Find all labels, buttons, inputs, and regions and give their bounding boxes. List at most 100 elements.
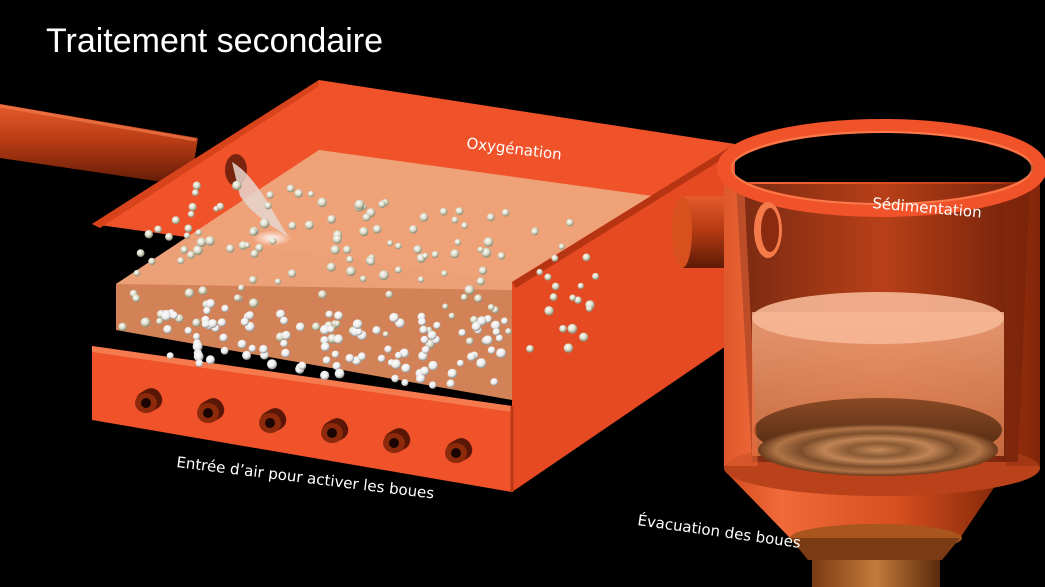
air-bubble xyxy=(232,180,242,191)
air-bubble xyxy=(471,321,481,332)
air-bubble xyxy=(574,296,582,304)
air-bubble xyxy=(330,245,340,255)
air-bubble xyxy=(487,304,495,311)
air-bubble xyxy=(391,374,399,383)
air-bubble xyxy=(387,240,394,247)
air-bubble xyxy=(144,230,153,239)
air-bubble xyxy=(366,257,375,266)
settling-tank xyxy=(717,119,1045,587)
air-bubble xyxy=(372,224,382,234)
air-bubble xyxy=(148,257,156,265)
air-bubble xyxy=(458,329,466,337)
air-bubble xyxy=(476,277,485,286)
air-bubble xyxy=(322,356,331,365)
air-bubble xyxy=(558,243,565,250)
air-bubble xyxy=(240,317,249,326)
air-bubble xyxy=(429,381,437,389)
air-bubble xyxy=(177,257,185,265)
air-bubble xyxy=(281,348,290,358)
air-bubble xyxy=(592,272,600,280)
air-bubble xyxy=(286,184,295,193)
air-bubble xyxy=(198,286,208,296)
air-bubble xyxy=(421,346,430,354)
aeration-tank xyxy=(92,80,737,492)
air-bubble xyxy=(184,224,193,233)
air-bubble xyxy=(450,249,460,259)
air-bubble xyxy=(490,378,499,386)
air-bubble xyxy=(250,249,259,258)
slide-title: Traitement secondaire xyxy=(46,22,384,60)
air-bubble xyxy=(378,200,386,208)
air-bubble xyxy=(205,236,215,246)
air-bubble xyxy=(384,345,392,354)
air-bubble xyxy=(259,218,270,229)
air-bubble xyxy=(298,361,307,370)
air-bubble xyxy=(474,294,483,303)
air-bubble xyxy=(377,354,386,363)
air-bubble xyxy=(201,320,210,329)
air-bubble xyxy=(496,348,507,359)
air-bubble xyxy=(439,207,448,216)
air-bubble xyxy=(170,311,178,320)
air-bubble xyxy=(497,252,506,260)
air-bubble xyxy=(332,234,342,244)
air-bubble xyxy=(495,334,503,342)
air-bubble xyxy=(136,249,145,257)
air-bubble xyxy=(481,247,492,258)
air-bubble xyxy=(346,255,354,263)
air-bubble xyxy=(526,345,534,353)
air-bubble xyxy=(331,350,340,358)
air-bubble xyxy=(531,228,539,236)
air-bubble xyxy=(267,359,277,370)
air-bubble xyxy=(205,355,215,365)
air-bubble xyxy=(320,370,330,380)
air-bubble xyxy=(382,331,389,338)
air-bubble xyxy=(156,317,164,325)
air-bubble xyxy=(354,199,365,210)
air-bubble xyxy=(456,359,464,367)
air-bubble xyxy=(420,366,430,376)
air-bubble xyxy=(237,339,247,349)
air-bubble xyxy=(490,320,501,330)
air-bubble xyxy=(551,282,560,291)
air-bubble xyxy=(427,330,437,340)
air-bubble xyxy=(559,325,567,333)
air-bubble xyxy=(192,341,203,352)
air-bubble xyxy=(345,353,355,363)
air-bubble xyxy=(295,322,305,332)
air-bubble xyxy=(187,251,195,259)
air-bubble xyxy=(248,344,256,353)
air-bubble xyxy=(467,352,476,362)
air-inlet-nozzle xyxy=(135,388,163,413)
air-bubble xyxy=(401,363,411,373)
air-bubble xyxy=(269,237,277,245)
air-bubble xyxy=(184,288,195,298)
air-bubble xyxy=(428,360,439,371)
air-bubble xyxy=(394,351,403,359)
air-bubble xyxy=(192,189,199,197)
air-bubble xyxy=(416,373,426,384)
air-bubble xyxy=(431,250,439,259)
air-bubble xyxy=(379,270,389,281)
air-bubble xyxy=(448,312,455,320)
air-bubble xyxy=(188,203,197,211)
air-bubble xyxy=(312,322,321,331)
air-bubble xyxy=(249,298,259,308)
air-bubble xyxy=(418,317,427,326)
air-bubble xyxy=(419,325,428,334)
air-bubble xyxy=(505,328,512,335)
air-bubble xyxy=(582,253,591,262)
air-bubble xyxy=(417,276,425,283)
air-bubble xyxy=(352,319,363,330)
air-bubble xyxy=(187,210,195,218)
air-bubble xyxy=(460,293,468,301)
air-bubble xyxy=(409,225,418,234)
air-bubble xyxy=(165,233,173,241)
air-bubble xyxy=(259,344,268,354)
air-bubble xyxy=(320,324,330,335)
air-bubble xyxy=(465,337,474,346)
air-bubble xyxy=(327,215,336,224)
air-bubble xyxy=(482,335,493,346)
